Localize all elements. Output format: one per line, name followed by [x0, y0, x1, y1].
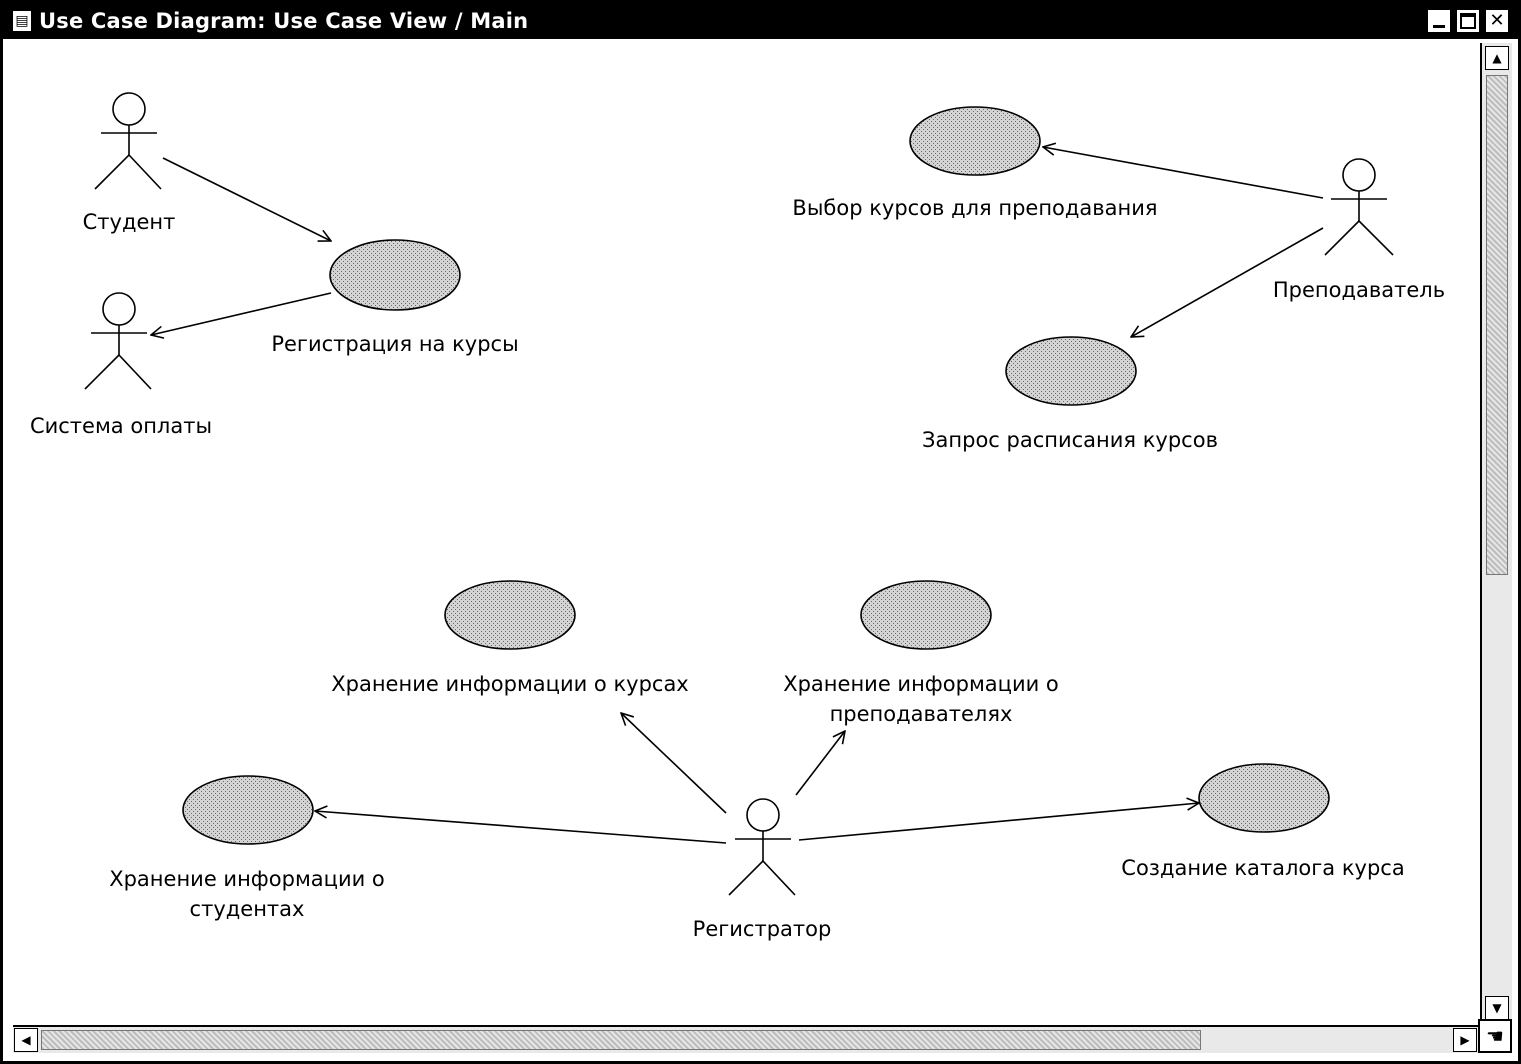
scroll-down-icon[interactable]: ▼	[1485, 996, 1509, 1020]
association-teacher-schedule[interactable]	[1131, 227, 1324, 337]
scroll-up-icon[interactable]: ▲	[1485, 46, 1509, 70]
associations	[151, 147, 1324, 844]
actor-student[interactable]	[94, 92, 162, 190]
use-case-course-registration-label: Регистрация на курсы	[271, 332, 518, 356]
association-registrar-catalog[interactable]	[798, 803, 1199, 841]
use-case-create-catalog[interactable]	[1198, 763, 1330, 833]
use-case-schedule-request-label: Запрос расписания курсов	[922, 428, 1218, 452]
minimize-icon[interactable]	[1426, 8, 1452, 34]
title-bar[interactable]: ▤ Use Case Diagram: Use Case View / Main…	[3, 3, 1518, 39]
maximize-icon[interactable]	[1455, 8, 1481, 34]
horizontal-scroll-thumb[interactable]	[41, 1030, 1201, 1050]
horizontal-scrollbar[interactable]: ◀ ▶	[13, 1025, 1478, 1053]
use-case-store-teacher-info-label-line1: Хранение информации о	[783, 672, 1059, 696]
use-case-store-course-info[interactable]	[444, 580, 576, 650]
actor-payment-system[interactable]	[84, 292, 152, 390]
use-case-choose-courses-label: Выбор курсов для преподавания	[792, 196, 1157, 220]
actor-registrar[interactable]	[728, 798, 796, 896]
use-case-store-student-info-label-line2: студентах	[190, 897, 305, 921]
use-case-store-teacher-info-label-line2: преподавателях	[830, 702, 1013, 726]
vertical-scrollbar[interactable]: ▲ ▼	[1480, 43, 1512, 1023]
use-case-course-registration[interactable]	[329, 239, 461, 311]
association-teacher-choose[interactable]	[1043, 147, 1324, 199]
use-case-create-catalog-label: Создание каталога курса	[1121, 856, 1404, 880]
scroll-right-icon[interactable]: ▶	[1453, 1028, 1477, 1052]
association-registration-payment[interactable]	[151, 292, 332, 335]
diagram-icon[interactable]: ▤	[11, 9, 33, 33]
scroll-left-icon[interactable]: ◀	[14, 1028, 38, 1052]
actor-registrar-label: Регистратор	[693, 917, 832, 941]
actor-teacher[interactable]	[1324, 158, 1394, 256]
use-case-store-student-info-label-line1: Хранение информации о	[109, 867, 385, 891]
association-student-registration[interactable]	[162, 157, 331, 241]
actor-student-label: Студент	[83, 210, 176, 234]
actor-teacher-label: Преподаватель	[1273, 278, 1445, 302]
hand-cursor-icon[interactable]: ☚	[1478, 1019, 1512, 1053]
use-case-store-course-info-label: Хранение информации о курсах	[331, 672, 689, 696]
vertical-scroll-thumb[interactable]	[1486, 75, 1508, 575]
use-case-choose-courses[interactable]	[909, 106, 1041, 176]
use-case-store-teacher-info[interactable]	[860, 580, 992, 650]
actor-payment-system-label: Система оплаты	[30, 414, 212, 438]
close-icon[interactable]: ✕	[1484, 8, 1510, 34]
window-title: Use Case Diagram: Use Case View / Main	[39, 9, 529, 33]
use-case-schedule-request[interactable]	[1005, 336, 1137, 406]
association-registrar-students[interactable]	[315, 811, 727, 844]
association-registrar-teachers[interactable]	[795, 731, 845, 796]
diagram-canvas[interactable]: Студент Система оплаты Преподаватель	[13, 43, 1473, 1018]
window-controls: ✕	[1426, 8, 1510, 34]
association-registrar-courses[interactable]	[621, 713, 727, 814]
use-case-store-student-info[interactable]	[182, 775, 314, 845]
